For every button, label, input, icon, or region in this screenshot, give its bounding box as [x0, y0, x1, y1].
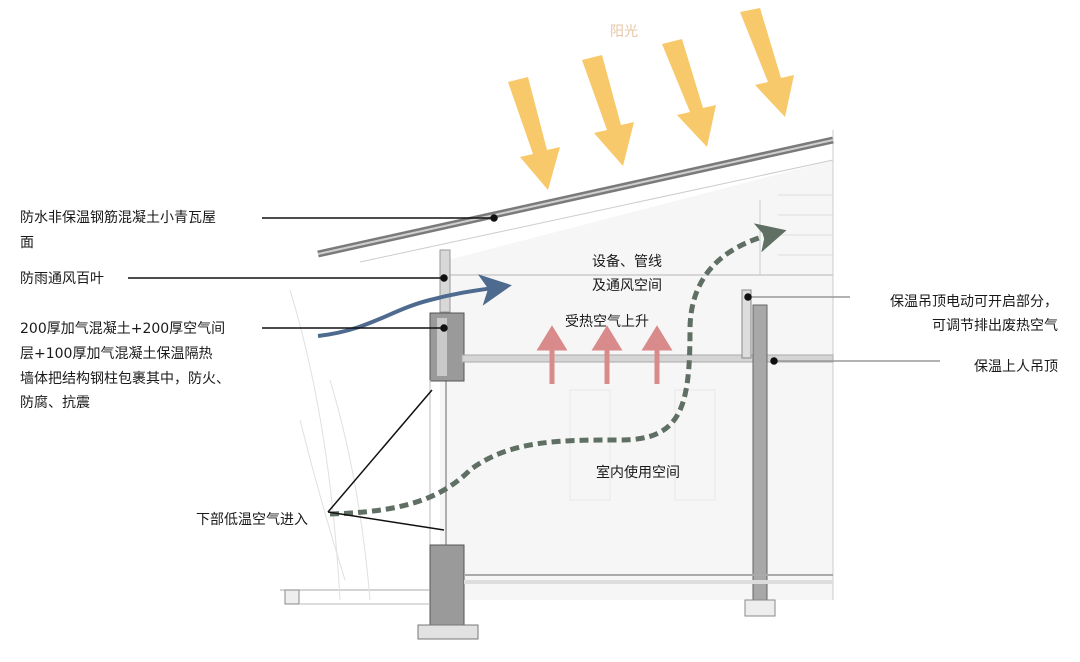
sun-arrow	[508, 77, 560, 190]
leader-lines	[128, 214, 940, 531]
sun-arrow	[582, 55, 634, 166]
wall-label: 层+100厚加气混凝土保温隔热	[20, 346, 212, 362]
roof-label-cont: 面	[20, 235, 34, 251]
ceiling-label: 保温上人吊顶	[974, 359, 1058, 375]
heated-air-label: 受热空气上升	[565, 314, 649, 330]
building-section	[280, 130, 834, 640]
steel-column	[752, 304, 768, 601]
wall-label: 墙体把结构钢柱包裹其中，防火、	[20, 371, 230, 387]
sunlight-arrows	[508, 8, 794, 190]
cool-air-label: 下部低温空气进入	[196, 512, 308, 528]
heated-air-arrows	[536, 325, 673, 384]
wall-label: 防腐、抗震	[20, 394, 90, 411]
louver-label: 防雨通风百叶	[20, 271, 104, 287]
operable-ceiling-panel	[741, 289, 752, 359]
sun-arrow	[740, 8, 794, 117]
operable-ceiling-label: 保温吊顶电动可开启部分，	[890, 294, 1058, 310]
equipment-space-label: 设备、管线	[592, 253, 662, 270]
sun-arrow	[662, 39, 716, 147]
footing	[417, 624, 479, 640]
suspended-ceiling	[461, 354, 834, 363]
equipment-space-label: 及通风空间	[592, 278, 662, 294]
operable-ceiling-label: 可调节排出废热空气	[932, 318, 1058, 334]
roof-label: 防水非保温钢筋混凝土小青瓦屋	[20, 209, 216, 226]
sunlight-label: 阳光	[610, 24, 638, 40]
air-flow-path	[329, 223, 787, 517]
wall-label: 200厚加气混凝土+200厚空气间	[20, 321, 225, 337]
indoor-space-label: 室内使用空间	[596, 464, 680, 481]
wall-base	[429, 544, 465, 626]
